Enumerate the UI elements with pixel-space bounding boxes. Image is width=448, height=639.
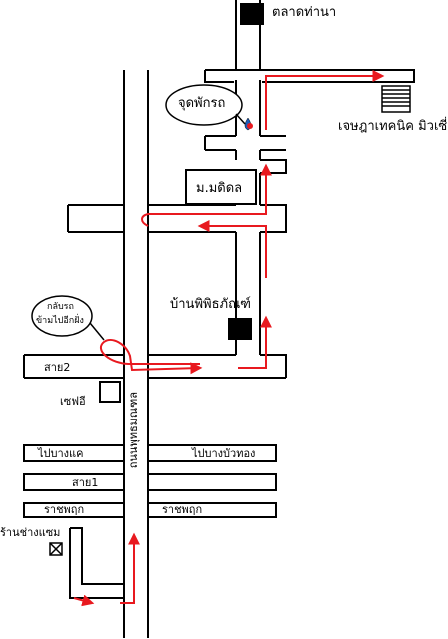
market-marker — [240, 3, 264, 25]
sai2-label: สาย2 — [44, 361, 71, 374]
museum-building-icon — [381, 85, 411, 113]
uturn-bubble — [31, 295, 93, 337]
ratchaphruek-left-road — [23, 502, 125, 518]
route — [73, 70, 385, 607]
ratchaphruek-right-road — [148, 502, 277, 518]
roads — [23, 0, 415, 638]
to-bangbuathong-label: ไปบางบัวทอง — [192, 447, 256, 460]
shop-label: ร้านช่างแซม — [0, 526, 61, 539]
house-marker — [228, 318, 252, 340]
main-vertical-road — [123, 70, 149, 638]
route-segment-up-right — [197, 220, 267, 278]
house-area — [148, 232, 236, 355]
school-label: ม.มดิดล — [196, 181, 243, 196]
route-segment-loop-left — [141, 163, 272, 227]
ratchaphruek-left-label: ราชพฤก — [44, 503, 85, 516]
museum-road — [204, 69, 415, 83]
main-road-label: ถนนพุทธมณฑล — [127, 392, 140, 469]
rest-stop-bubble — [165, 84, 243, 126]
uturn-label-line2: ข้ามไปอีกฝั่ง — [36, 316, 84, 326]
shop-icon — [49, 542, 63, 556]
market-label: ตลาดท่านา — [272, 5, 337, 20]
to-bangkhae-label: ไปบางแค — [38, 447, 84, 460]
ratchaphruek-right-label: ราชพฤก — [162, 503, 203, 516]
shop-road — [69, 527, 124, 599]
rest-stop-label: จุดพักรถ — [178, 96, 226, 111]
seven-building — [99, 381, 121, 403]
route-segment-to-house — [238, 315, 272, 369]
museum-label: เจษฎาเทคนิค มิวเซี่ยม — [338, 119, 448, 134]
route-segment-to-museum — [265, 70, 385, 130]
fuel-drop-icon — [244, 117, 253, 131]
stub-road-1 — [204, 135, 286, 151]
sai1-label: สาย1 — [72, 476, 99, 489]
house-label: บ้านพิพิธภัณฑ์ — [170, 297, 251, 312]
uturn-label-line1: กลับรถ — [47, 302, 74, 312]
sai1-road-right — [148, 473, 277, 491]
middle-horizontal-road — [67, 204, 287, 233]
stub-road-2 — [260, 159, 287, 174]
route-segment-to-main-road — [120, 532, 140, 604]
route-segment-uturn — [100, 338, 203, 375]
seven-label: เซฟอี — [60, 395, 86, 408]
bangkhae-road — [23, 444, 125, 462]
route-segment-shop-to-main — [73, 594, 95, 607]
bangbuathong-road — [148, 444, 277, 462]
sai1-road — [23, 473, 125, 491]
sai2-road — [23, 354, 287, 379]
school-building — [185, 169, 257, 205]
